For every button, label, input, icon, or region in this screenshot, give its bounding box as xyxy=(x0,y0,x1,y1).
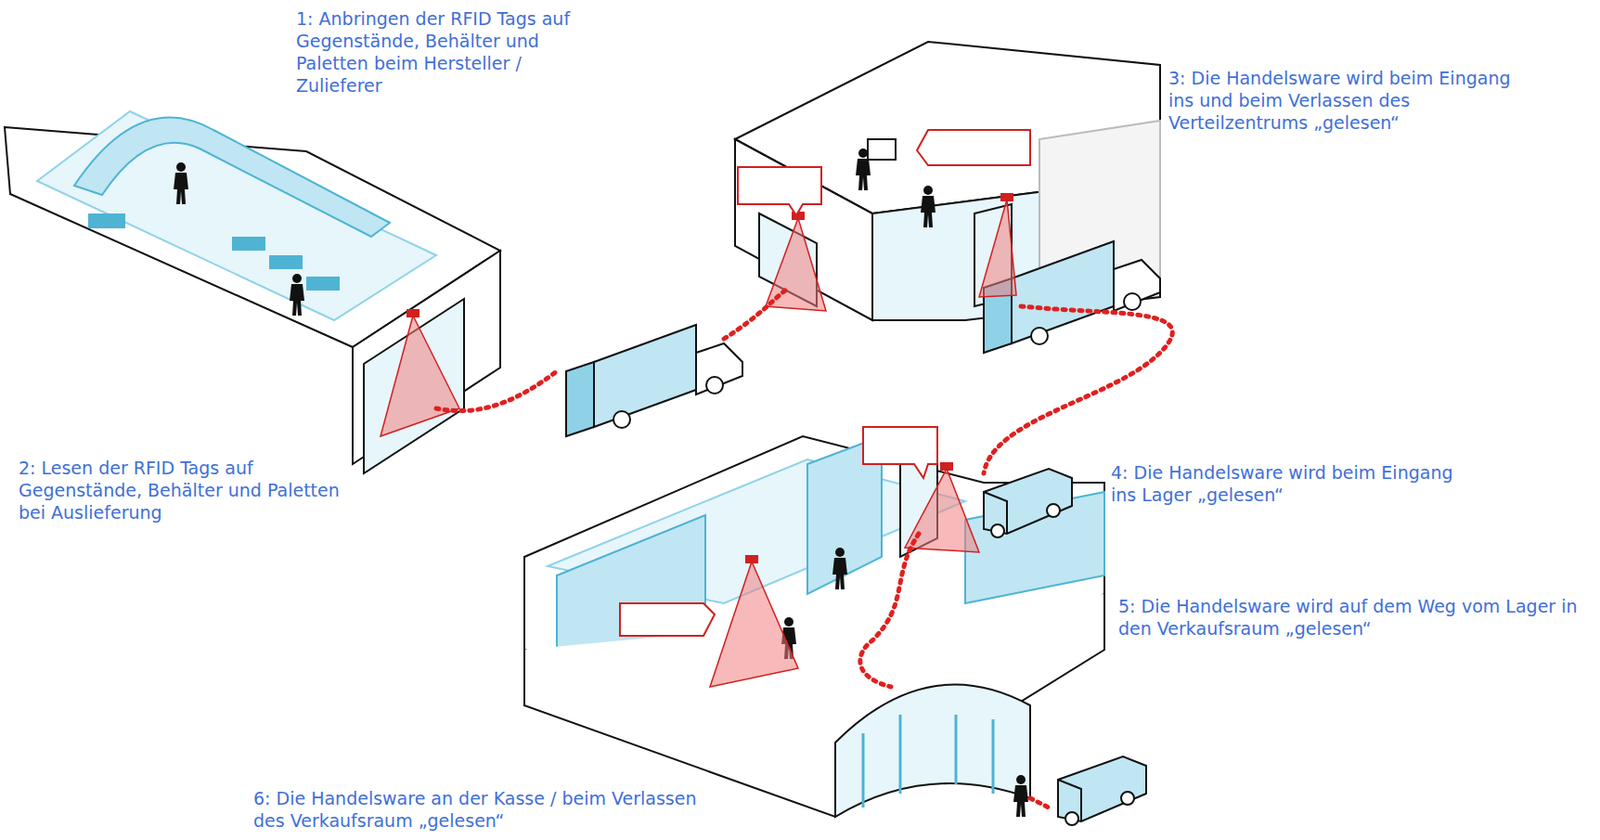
step-label: 1: Anbringen der RFID Tags auf Gegenstän… xyxy=(296,7,603,97)
store-building xyxy=(524,436,1105,817)
step-label: 3: Die Handelsware wird beim Eingang ins… xyxy=(1168,66,1531,134)
factory-building xyxy=(4,111,501,474)
step-label: 2: Lesen der RFID Tags auf Gegenstände, … xyxy=(18,456,353,524)
step-label: 6: Die Handelsware an der Kasse / beim V… xyxy=(253,787,718,832)
rfid-readers xyxy=(406,193,1014,564)
goods-flow-path xyxy=(436,287,1173,808)
step-label: 5: Die Handelsware wird auf dem Weg vom … xyxy=(1118,594,1597,640)
step-label: 4: Die Handelsware wird beim Eingang ins… xyxy=(1110,461,1464,506)
trucks xyxy=(566,241,1161,826)
empty-callouts xyxy=(619,129,1031,636)
rfid-reader-fields xyxy=(380,199,1017,687)
